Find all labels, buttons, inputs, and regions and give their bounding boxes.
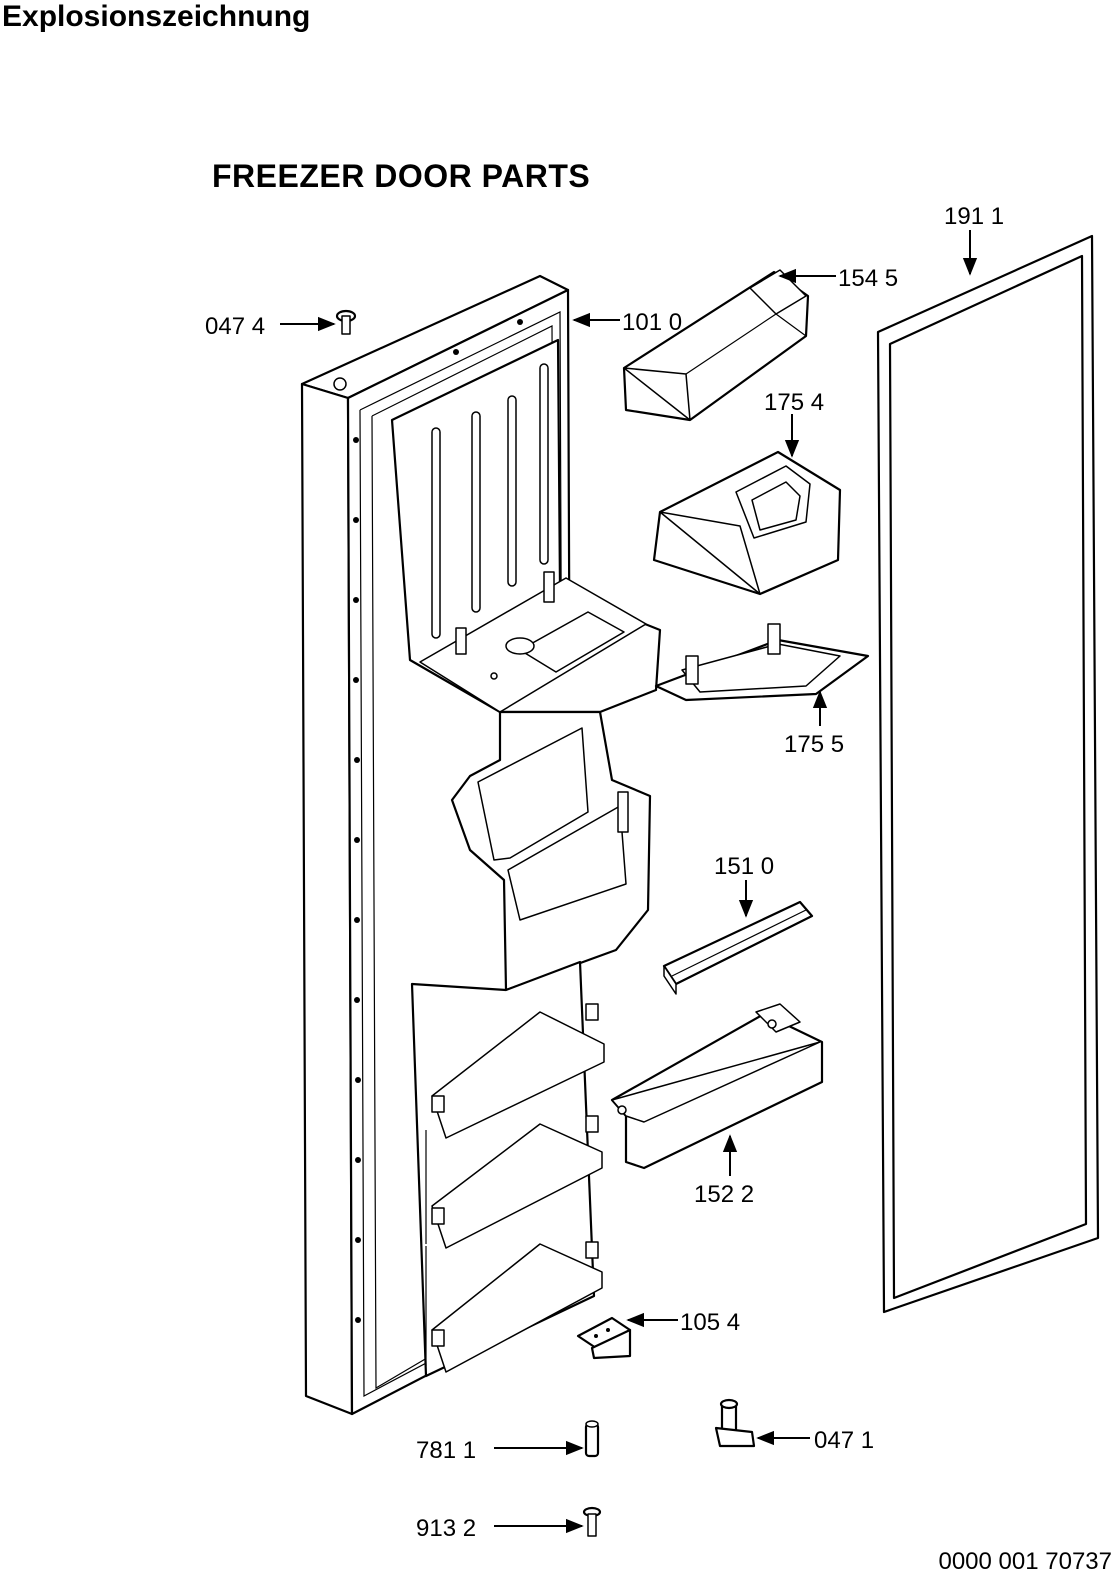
document-number: 0000 001 70737 [938, 1548, 1112, 1575]
page-header-title: Explosionszeichnung [2, 0, 311, 33]
callout-1010: 101 0 [622, 309, 682, 336]
callout-0474: 047 4 [205, 313, 265, 340]
door-gasket [876, 234, 1100, 1314]
callout-1510: 151 0 [714, 853, 774, 880]
bushing-7811 [584, 1420, 600, 1458]
drip-tray [654, 623, 870, 702]
callout-1911: 191 1 [944, 203, 1004, 230]
diagram-title: FREEZER DOOR PARTS [212, 158, 591, 194]
callout-1522: 152 2 [694, 1181, 754, 1208]
hinge-plate [576, 1316, 632, 1360]
door-panel [300, 274, 662, 1416]
screw-9132 [582, 1506, 602, 1537]
dispenser-cover [652, 450, 842, 596]
callout-7811: 781 1 [416, 1437, 476, 1464]
hinge-pin-0471 [714, 1398, 756, 1448]
leader-lines [280, 230, 978, 1534]
callout-labels: 047 4 101 0 154 5 191 1 175 4 175 5 151 … [205, 203, 1004, 1542]
door-edge-screws [353, 319, 523, 1323]
plug-0474 [335, 309, 357, 335]
handle-bracket [622, 269, 810, 422]
callout-1054: 105 4 [680, 1309, 740, 1336]
callout-1755: 175 5 [784, 731, 844, 758]
trim-strip [662, 900, 814, 995]
door-bin [610, 1003, 824, 1170]
callout-0471: 047 1 [814, 1427, 874, 1454]
callout-1754: 175 4 [764, 389, 824, 416]
callout-1545: 154 5 [838, 265, 898, 292]
callout-9132: 913 2 [416, 1515, 476, 1542]
